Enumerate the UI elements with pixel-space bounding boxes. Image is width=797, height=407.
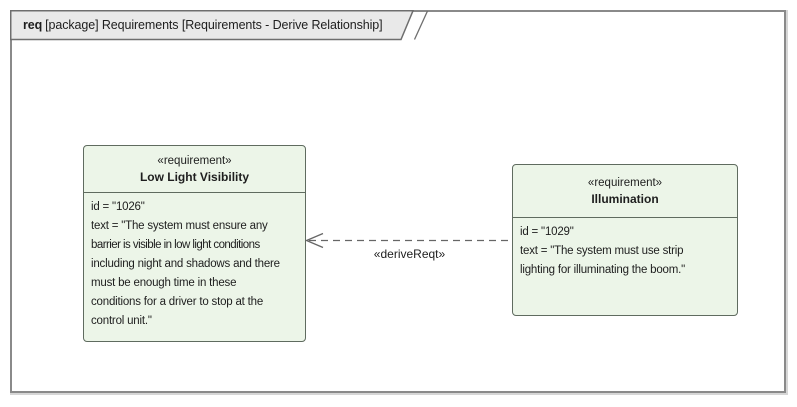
requirement-text-line: control unit." xyxy=(91,315,152,327)
requirement-body: id = "1026" text = "The system must ensu… xyxy=(84,193,305,331)
frame-tab-pentagon xyxy=(10,10,415,41)
requirement-text-line: including night and shadows and there xyxy=(91,258,280,270)
requirement-id-line: id = "1029" xyxy=(520,226,574,238)
requirement-id-line: id = "1026" xyxy=(91,201,145,213)
requirement-text-line: conditions for a driver to stop at the xyxy=(91,296,264,308)
frame-title: req[package] Requirements [Requirements … xyxy=(23,16,383,34)
requirement-name: Low Light Visibility xyxy=(139,169,250,184)
requirement-body: id = "1029" text = "The system must use … xyxy=(513,218,737,280)
requirement-header: «requirement» Low Light Visibility xyxy=(84,146,305,193)
derive-connector-label: «deriveReqt» xyxy=(373,247,446,261)
stereotype-label: «requirement» xyxy=(157,154,232,167)
requirement-text-line: must be enough time in these xyxy=(91,277,237,289)
stereotype-label: «requirement» xyxy=(587,176,663,189)
requirement-text-line: lighting for illuminating the boom." xyxy=(520,264,686,276)
frame-tab-cut-line xyxy=(413,10,429,40)
requirement-text-line: text = "The system must ensure any xyxy=(91,220,268,232)
requirement-name: Illumination xyxy=(591,191,659,206)
requirement-text-line: text = "The system must use strip xyxy=(520,245,684,257)
requirement-low-light-visibility[interactable]: «requirement» Low Light Visibility id = … xyxy=(83,145,306,342)
frame-title-text: [package] Requirements [Requirements - D… xyxy=(45,18,383,32)
frame-tab xyxy=(10,10,429,41)
requirement-illumination[interactable]: «requirement» Illumination id = "1029" t… xyxy=(512,164,738,316)
open-arrowhead-icon xyxy=(304,232,324,249)
requirement-text-line: barrier is visible in low light conditio… xyxy=(91,239,260,251)
requirement-header: «requirement» Illumination xyxy=(513,165,737,218)
frame-keyword: req xyxy=(23,18,43,32)
